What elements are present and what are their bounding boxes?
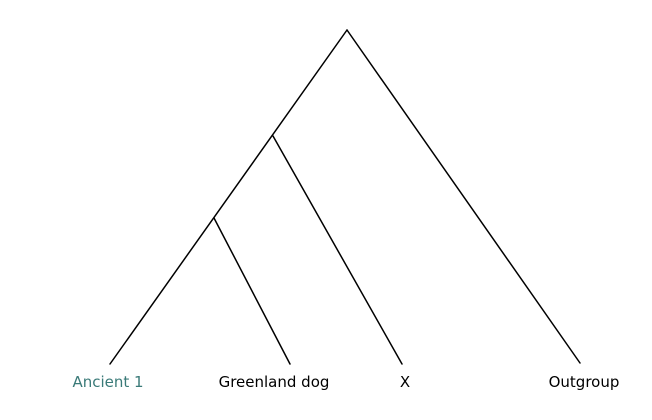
- leaf-label-outgroup: Outgroup: [549, 373, 620, 391]
- branch-node2-to-x: [272, 135, 403, 365]
- branch-root-to-outgroup: [346, 29, 581, 364]
- leaf-label-x: X: [400, 373, 410, 391]
- branch-node3-to-greenland: [213, 217, 291, 365]
- leaf-label-ancient1: Ancient 1: [72, 373, 143, 391]
- branch-root-to-ancient1: [109, 29, 348, 365]
- leaf-label-greenland-dog: Greenland dog: [219, 373, 330, 391]
